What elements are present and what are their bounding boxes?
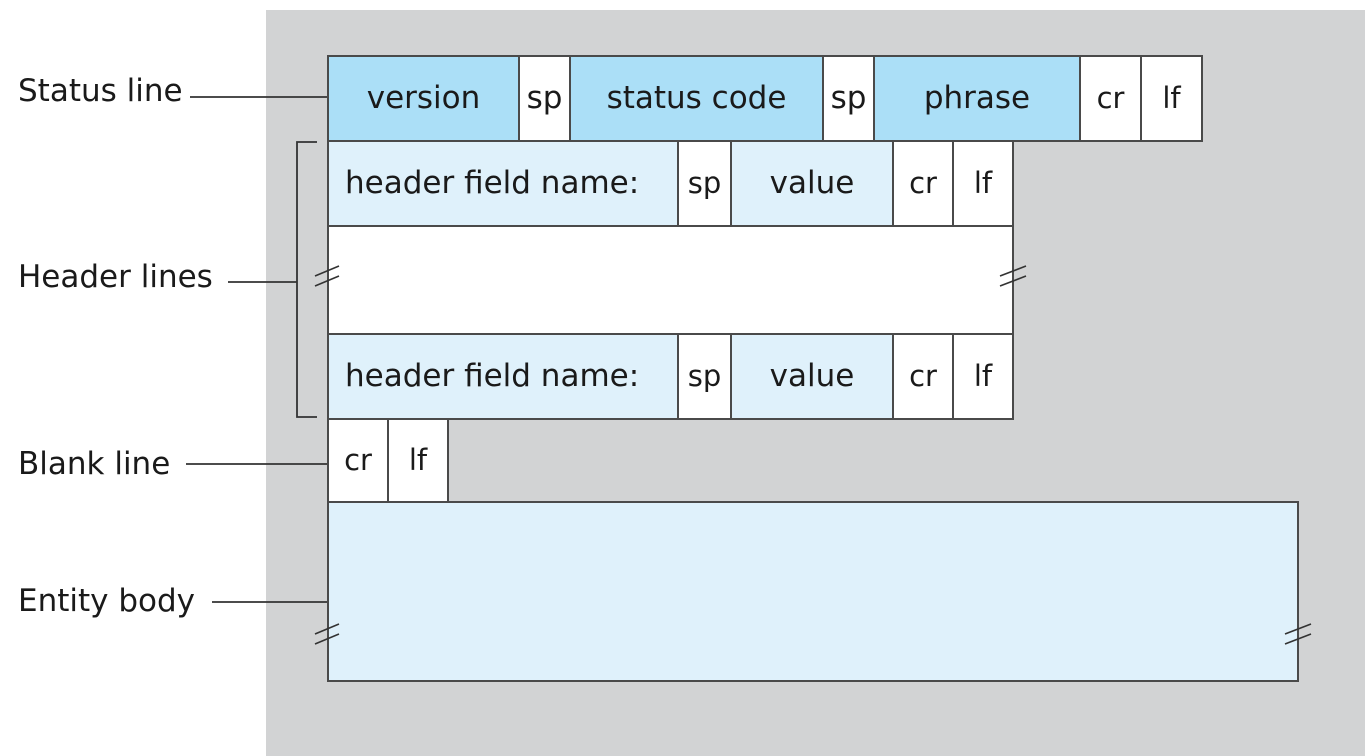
- header-value-cell: value: [730, 333, 894, 420]
- header-lf-cell: lf: [952, 140, 1014, 227]
- status-code-cell: status code: [569, 55, 824, 142]
- status-sp-cell-2: sp: [822, 55, 875, 142]
- header-field-name-cell: header field name:: [327, 140, 679, 227]
- blank-cr-cell: cr: [327, 418, 389, 503]
- status-line-label: Status line: [18, 73, 183, 109]
- header-sp-cell: sp: [677, 140, 732, 227]
- status-phrase-cell: phrase: [873, 55, 1081, 142]
- header-value-cell: value: [730, 140, 894, 227]
- blank-lf-cell: lf: [387, 418, 449, 503]
- entity-body-area: [327, 501, 1299, 682]
- status-lf-cell: lf: [1140, 55, 1203, 142]
- blank-line-label: Blank line: [18, 446, 171, 482]
- header-sp-cell: sp: [677, 333, 732, 420]
- header-cr-cell: cr: [892, 333, 954, 420]
- status-sp-cell-1: sp: [518, 55, 571, 142]
- header-lf-cell: lf: [952, 333, 1014, 420]
- omitted-header-lines: [327, 225, 1014, 335]
- status-version-cell: version: [327, 55, 520, 142]
- header-cr-cell: cr: [892, 140, 954, 227]
- header-lines-label: Header lines: [18, 259, 213, 295]
- header-field-name-cell: header field name:: [327, 333, 679, 420]
- status-cr-cell: cr: [1079, 55, 1142, 142]
- entity-body-label: Entity body: [18, 583, 196, 619]
